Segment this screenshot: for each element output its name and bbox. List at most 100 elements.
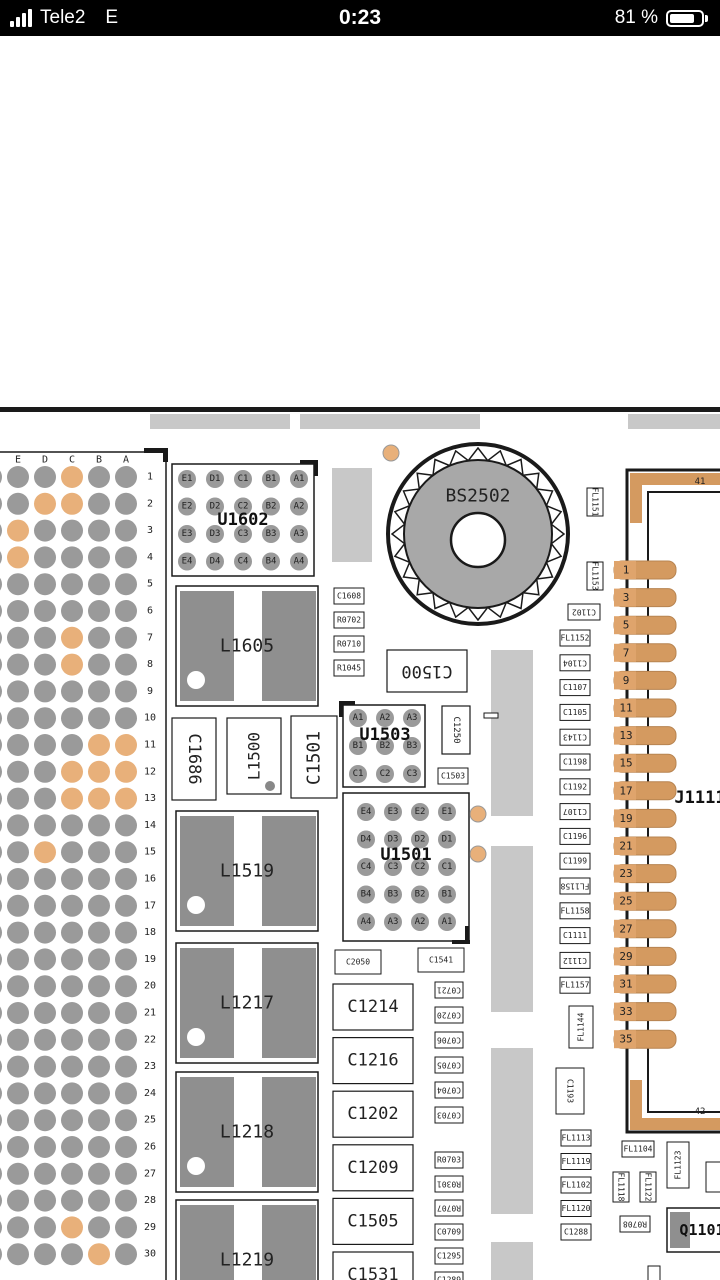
u1602-pad-label: B1	[266, 474, 277, 484]
u1501-pad-label: A1	[442, 917, 453, 927]
battery-tip	[705, 14, 708, 22]
part-r-11-label: FL1158	[561, 906, 590, 915]
bs2502-knurl	[390, 446, 566, 622]
bga-pad	[115, 707, 137, 730]
u1501-pad	[384, 803, 402, 821]
bga-row-label-5: 5	[147, 579, 153, 590]
network-type: E	[105, 7, 119, 28]
inductor-pad-right	[262, 1205, 316, 1280]
bga-pad	[0, 819, 2, 832]
part-FL1144-label: FL1144	[577, 1012, 586, 1041]
bga-pad	[34, 787, 56, 810]
edge-pad-3	[628, 414, 720, 429]
part-FL1104	[621, 1140, 655, 1158]
part-R0703-label: R0703	[437, 1156, 461, 1165]
cap-label-C1216: C1216	[347, 1051, 398, 1071]
connector-pin-label-3: 3	[623, 591, 630, 604]
connector-pin-label-7: 7	[623, 646, 630, 659]
battery-icon	[666, 9, 704, 27]
bga-pad	[88, 1136, 110, 1158]
connector-shield-bottom	[630, 1080, 642, 1130]
bga-pad	[7, 1216, 29, 1239]
connector-pin-head	[614, 671, 636, 690]
u1501-pad	[438, 830, 456, 849]
inductor-pad-right	[262, 816, 316, 926]
part-C2050	[334, 949, 382, 975]
bga-pad	[88, 1082, 110, 1105]
bga-pad	[88, 680, 110, 703]
u1501-pad	[411, 858, 429, 876]
part-FL1151-label: FL1151	[591, 488, 600, 517]
u1602-pad-label: E4	[182, 557, 193, 567]
bga-pad	[7, 573, 29, 596]
bga-column-label-C: C	[69, 455, 75, 466]
q1101-pad	[670, 1212, 690, 1248]
bga-row-label-14: 14	[144, 820, 156, 831]
bga-pad	[34, 1055, 56, 1078]
board-edge-top	[0, 407, 720, 412]
part-r-1-label: C1104	[563, 658, 587, 667]
u1602-pad-label: A1	[294, 474, 305, 484]
part-label-C1501: C1501	[304, 731, 325, 785]
part-r-6-label: C1192	[563, 782, 587, 791]
part-r-8-label: C1196	[563, 832, 587, 841]
status-right: 81 %	[615, 5, 708, 31]
bga-row-label-13: 13	[144, 793, 156, 804]
u1501-corner-side	[452, 940, 470, 944]
bga-pad	[115, 1162, 137, 1185]
bga-pad	[88, 760, 110, 783]
bga-pad	[115, 653, 137, 676]
u1503-pad	[403, 737, 421, 755]
inductor-pad-right	[262, 1077, 316, 1187]
u1602-pad-label: D2	[210, 502, 221, 512]
part-r-0	[559, 629, 591, 647]
part-C1541-label: C1541	[429, 956, 453, 965]
bga-pad	[34, 546, 56, 569]
u1503-pad	[349, 737, 367, 755]
bs2502-label: BS2502	[445, 486, 510, 507]
bga-pad	[7, 1136, 29, 1158]
bga-pad	[115, 1243, 137, 1266]
part-r-13-label: C1112	[563, 956, 587, 965]
part-C0721-label: C0721	[437, 986, 461, 995]
part-r-4	[559, 728, 591, 746]
u1501-pad-label: B4	[361, 890, 372, 900]
part-C0706	[434, 1031, 464, 1049]
u1501-pad	[411, 913, 429, 931]
u1602-pad	[234, 470, 252, 488]
bga-row-label-17: 17	[144, 900, 156, 911]
connector-pin-head	[614, 699, 636, 717]
part-r-12-label: C1111	[563, 931, 587, 940]
part-R1045	[333, 659, 365, 677]
bga-pad	[7, 466, 29, 488]
u1602-pad-label: D3	[210, 529, 221, 539]
part-R1045-label: R1045	[337, 664, 361, 673]
part-r-2	[559, 679, 591, 697]
bga-pad	[0, 792, 2, 805]
part-r-11	[559, 902, 591, 920]
bga-pad	[61, 492, 83, 515]
bga-pad	[88, 466, 110, 488]
bga-pad	[61, 1055, 83, 1078]
bga-pad	[34, 707, 56, 730]
part-FL1123	[666, 1141, 690, 1189]
part-C0720-label: C0720	[437, 1011, 461, 1020]
u1501-pad-label: C4	[361, 862, 372, 872]
u1602-pad-label: B2	[266, 502, 277, 512]
u1503-label: U1503	[359, 725, 410, 745]
bga-pad	[115, 787, 137, 810]
connector-pin-label-5: 5	[623, 619, 630, 632]
bga-pad	[34, 948, 56, 971]
u1602-pad	[290, 470, 308, 488]
inductor-pad-right	[262, 591, 316, 701]
edge-part	[705, 1161, 720, 1193]
bga-pad	[7, 1082, 29, 1105]
bga-row-label-11: 11	[144, 740, 156, 751]
part-C1289	[434, 1271, 464, 1280]
part-r-12	[559, 927, 591, 945]
status-bar: Tele2 E 0:23 81 %	[0, 0, 720, 36]
bga-row-label-8: 8	[147, 659, 153, 670]
part-FL1118	[612, 1171, 630, 1203]
